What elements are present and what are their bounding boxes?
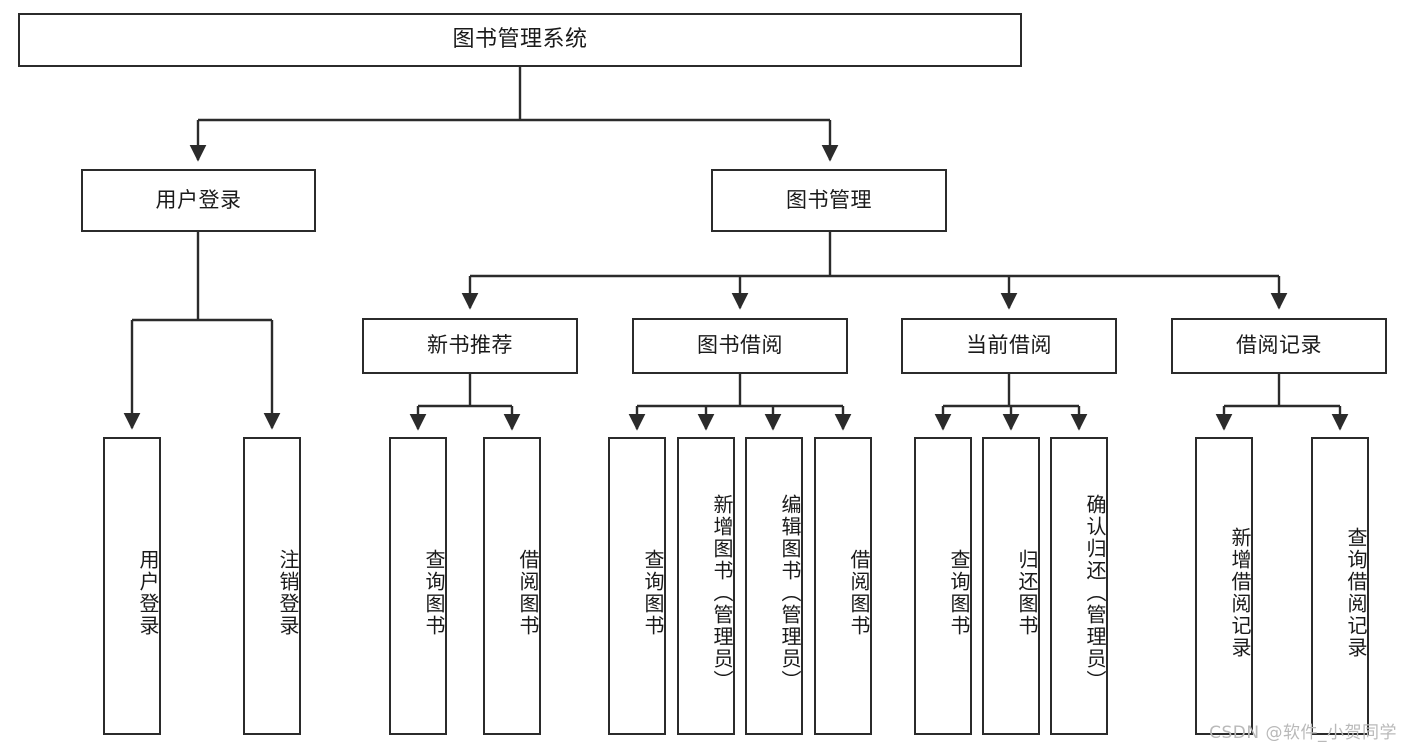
leaf-query-book-2[interactable]: 查询图书	[608, 437, 666, 735]
leaf-borrow-book-1[interactable]: 借阅图书	[483, 437, 541, 735]
node-book-manage[interactable]: 图书管理	[711, 169, 947, 232]
leaf-return-book[interactable]: 归还图书	[982, 437, 1040, 735]
leaf-borrow-book-2[interactable]: 借阅图书	[814, 437, 872, 735]
leaf-user-login[interactable]: 用户登录	[103, 437, 161, 735]
leaf-add-record[interactable]: 新增借阅记录	[1195, 437, 1253, 735]
node-label: 查询图书	[422, 549, 446, 637]
node-label: 查询图书	[947, 549, 971, 637]
node-label: 新增借阅记录	[1228, 527, 1252, 659]
node-label: 注销登录	[276, 549, 300, 637]
node-borrow-record[interactable]: 借阅记录	[1171, 318, 1387, 374]
node-label: 查询图书	[641, 549, 665, 637]
leaf-query-book-3[interactable]: 查询图书	[914, 437, 972, 735]
watermark: CSDN @软件_小贺同学	[1209, 723, 1397, 743]
leaf-add-book[interactable]: 新增图书（管理员）	[677, 437, 735, 735]
node-label: 用户登录	[155, 187, 242, 212]
node-user-login[interactable]: 用户登录	[81, 169, 316, 232]
node-label: 查询借阅记录	[1344, 527, 1368, 659]
node-label: 借阅记录	[1236, 333, 1322, 358]
node-root-system[interactable]: 图书管理系统	[18, 13, 1022, 67]
node-label: 借阅图书	[847, 549, 871, 637]
node-label: 图书借阅	[697, 333, 783, 358]
node-label: 编辑图书（管理员）	[778, 494, 802, 692]
node-label: 新增图书（管理员）	[710, 494, 734, 692]
node-label: 新书推荐	[427, 333, 513, 358]
node-label: 确认归还（管理员）	[1083, 494, 1107, 692]
node-label: 图书管理	[786, 187, 872, 212]
node-new-book-recommend[interactable]: 新书推荐	[362, 318, 578, 374]
node-label: 借阅图书	[516, 549, 540, 637]
leaf-logout[interactable]: 注销登录	[243, 437, 301, 735]
node-book-borrow[interactable]: 图书借阅	[632, 318, 848, 374]
node-label: 图书管理系统	[452, 26, 588, 52]
leaf-edit-book[interactable]: 编辑图书（管理员）	[745, 437, 803, 735]
node-label: 当前借阅	[966, 333, 1052, 358]
node-label: 归还图书	[1015, 549, 1039, 637]
leaf-confirm-return[interactable]: 确认归还（管理员）	[1050, 437, 1108, 735]
leaf-query-book-1[interactable]: 查询图书	[389, 437, 447, 735]
node-current-borrow[interactable]: 当前借阅	[901, 318, 1117, 374]
node-label: 用户登录	[136, 549, 160, 637]
leaf-query-record[interactable]: 查询借阅记录	[1311, 437, 1369, 735]
